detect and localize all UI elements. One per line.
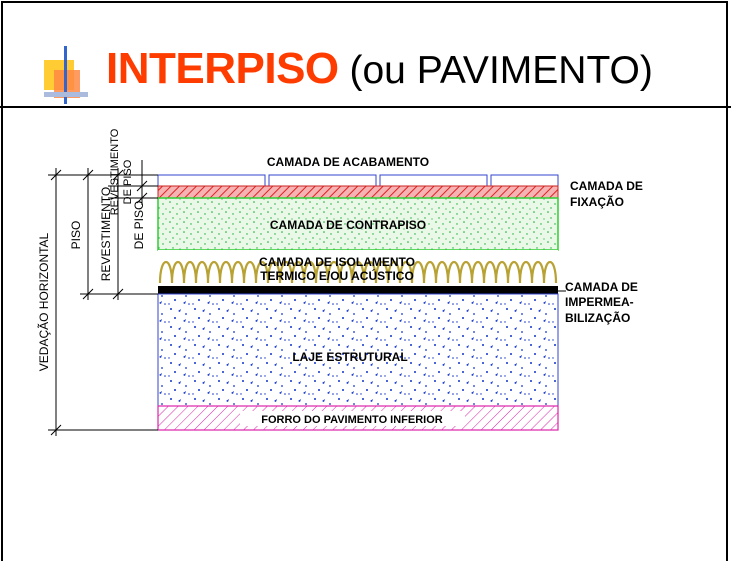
- contrapiso-layer: [157, 197, 559, 251]
- label-revestimento-top-2: DE PISO: [122, 159, 134, 204]
- label-vedacao: VEDAÇÃO HORIZONTAL: [37, 232, 51, 371]
- label-fixacao-1: CAMADA DE: [570, 179, 643, 193]
- laje-layer: [157, 293, 559, 407]
- label-piso: PISO: [69, 221, 83, 250]
- label-contrapiso: CAMADA DE CONTRAPISO: [270, 218, 426, 232]
- label-isolamento-2: TERMICO E/OU ACÚSTICO: [260, 268, 414, 283]
- isolamento-wave: [158, 261, 558, 284]
- impermeabilizacao-layer: [158, 286, 558, 294]
- label-revestimento-1: REVESTIMENTO: [99, 187, 113, 281]
- bullet-icon: [44, 46, 88, 104]
- forro-label-bg: [240, 411, 465, 426]
- label-impermea-1: CAMADA DE: [565, 280, 638, 294]
- label-forro: FORRO DO PAVIMENTO INFERIOR: [261, 414, 443, 426]
- label-isolamento-1: CAMADA DE ISOLAMENTO: [259, 255, 415, 269]
- slide-title: INTERPISO (ou PAVIMENTO): [106, 44, 653, 94]
- label-acabamento: CAMADA DE ACABAMENTO: [267, 155, 429, 169]
- fixacao-layer: [157, 185, 559, 199]
- label-laje: LAJE ESTRUTURAL: [292, 350, 407, 364]
- title-highlight: INTERPISO: [106, 44, 339, 93]
- floor-section-diagram: CAMADA DE ACABAMENTO CAMADA DE CONTRAPIS…: [37, 128, 643, 436]
- label-revestimento-2: DE PISO: [132, 201, 146, 250]
- isolamento-layer: [158, 250, 558, 286]
- label-fixacao-2: FIXAÇÃO: [570, 194, 624, 209]
- title-rest: (ou PAVIMENTO): [338, 49, 653, 92]
- label-revestimento-top-1: REVESTIMENTO: [109, 128, 121, 215]
- label-impermea-3: BILIZAÇÃO: [565, 310, 630, 325]
- label-impermea-2: IMPERMEA-: [565, 295, 634, 309]
- title-rule: [0, 106, 731, 108]
- dimension-lines: [48, 160, 158, 436]
- acabamento-tiles: [157, 174, 559, 187]
